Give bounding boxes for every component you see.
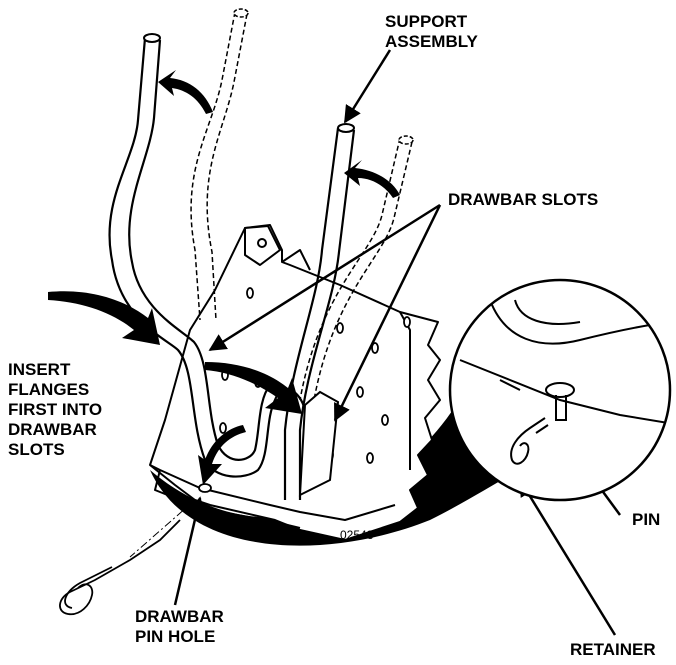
- label-pin: PIN: [632, 510, 661, 529]
- label-support-assembly: SUPPORT ASSEMBLY: [385, 12, 478, 51]
- detail-magnifier: [448, 278, 672, 502]
- label-drawbar-slots: DRAWBAR SLOTS: [448, 190, 599, 209]
- support-assembly: [108, 37, 356, 500]
- rotation-arrows: [158, 70, 400, 198]
- drawbar-plate: [149, 224, 441, 541]
- label-insert-flanges: INSERT FLANGES FIRST INTO DRAWBAR SLOTS: [8, 360, 103, 459]
- leader-lines: [173, 49, 622, 636]
- label-drawbar-pin-hole: DRAWBAR PIN HOLE: [135, 607, 224, 646]
- side-flange: [298, 390, 340, 497]
- support-assembly-ghost: [190, 11, 413, 401]
- retainer-clip: [59, 519, 181, 616]
- figure-code: 02543: [340, 528, 374, 542]
- label-retainer: RETAINER: [570, 640, 656, 659]
- insert-arrows: [48, 291, 302, 485]
